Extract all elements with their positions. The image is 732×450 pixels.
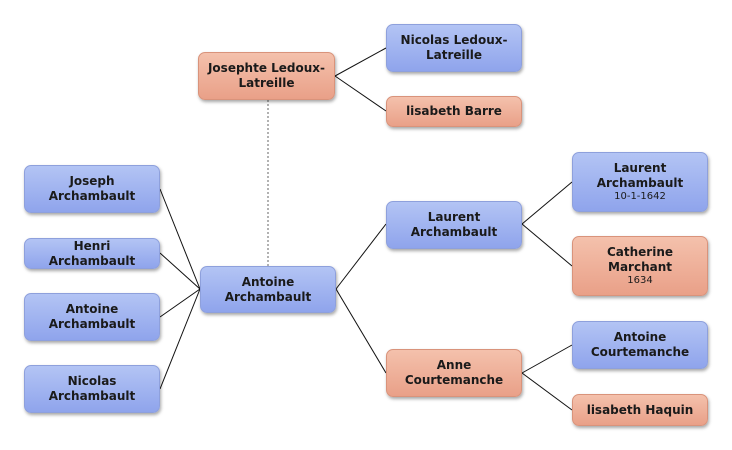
person-catherine-marchant[interactable]: Catherine Marchant 1634	[572, 236, 708, 296]
person-name: Antoine Archambault	[48, 302, 136, 331]
person-anne-courtemanche[interactable]: Anne Courtemanche	[386, 349, 522, 397]
person-name: lisabeth Barre	[406, 104, 502, 118]
person-josephte-ledoux-latreille[interactable]: Josephte Ledoux-Latreille	[198, 52, 335, 100]
person-name: lisabeth Haquin	[586, 402, 694, 417]
person-antoine-courtemanche[interactable]: Antoine Courtemanche	[572, 321, 708, 369]
person-name: Antoine Courtemanche	[590, 330, 690, 359]
person-lisabeth-barre[interactable]: lisabeth Barre	[386, 96, 522, 127]
person-date: 10-1-1642	[614, 191, 666, 202]
connector	[521, 344, 573, 374]
person-name: Catherine Marchant	[606, 245, 674, 274]
person-lisabeth-haquin[interactable]: lisabeth Haquin	[572, 394, 708, 426]
person-name: Henri Archambault	[48, 238, 136, 268]
person-laurent-archambault[interactable]: Laurent Archambault	[386, 201, 522, 249]
connector	[334, 75, 387, 112]
person-antoine-archambault[interactable]: Antoine Archambault	[200, 266, 336, 313]
person-name: Anne Courtemanche	[404, 358, 504, 387]
person-joseph-archambault[interactable]: Joseph Archambault	[24, 165, 160, 213]
connector	[521, 181, 573, 225]
person-antoine-archambault-sibling[interactable]: Antoine Archambault	[24, 293, 160, 341]
person-name: Joseph Archambault	[48, 174, 136, 203]
connector	[521, 223, 573, 267]
person-name: Antoine Archambault	[224, 274, 312, 304]
connector	[521, 372, 573, 411]
connector	[335, 288, 387, 374]
person-name: Josephte Ledoux-Latreille	[207, 61, 326, 90]
person-nicolas-archambault[interactable]: Nicolas Archambault	[24, 365, 160, 413]
person-name: Laurent Archambault	[596, 161, 684, 190]
person-name: Laurent Archambault	[410, 210, 498, 239]
connector	[335, 223, 387, 290]
connector	[334, 47, 387, 77]
connector	[159, 188, 201, 290]
connector	[159, 252, 201, 290]
connector	[159, 288, 201, 318]
person-laurent-archambault-sr[interactable]: Laurent Archambault 10-1-1642	[572, 152, 708, 212]
person-name: Nicolas Archambault	[48, 374, 136, 403]
person-henri-archambault[interactable]: Henri Archambault	[24, 238, 160, 269]
person-nicolas-ledoux-latreille[interactable]: Nicolas Ledoux-Latreille	[386, 24, 522, 72]
person-date: 1634	[627, 275, 653, 286]
person-name: Nicolas Ledoux-Latreille	[400, 33, 508, 62]
connector	[159, 288, 201, 390]
